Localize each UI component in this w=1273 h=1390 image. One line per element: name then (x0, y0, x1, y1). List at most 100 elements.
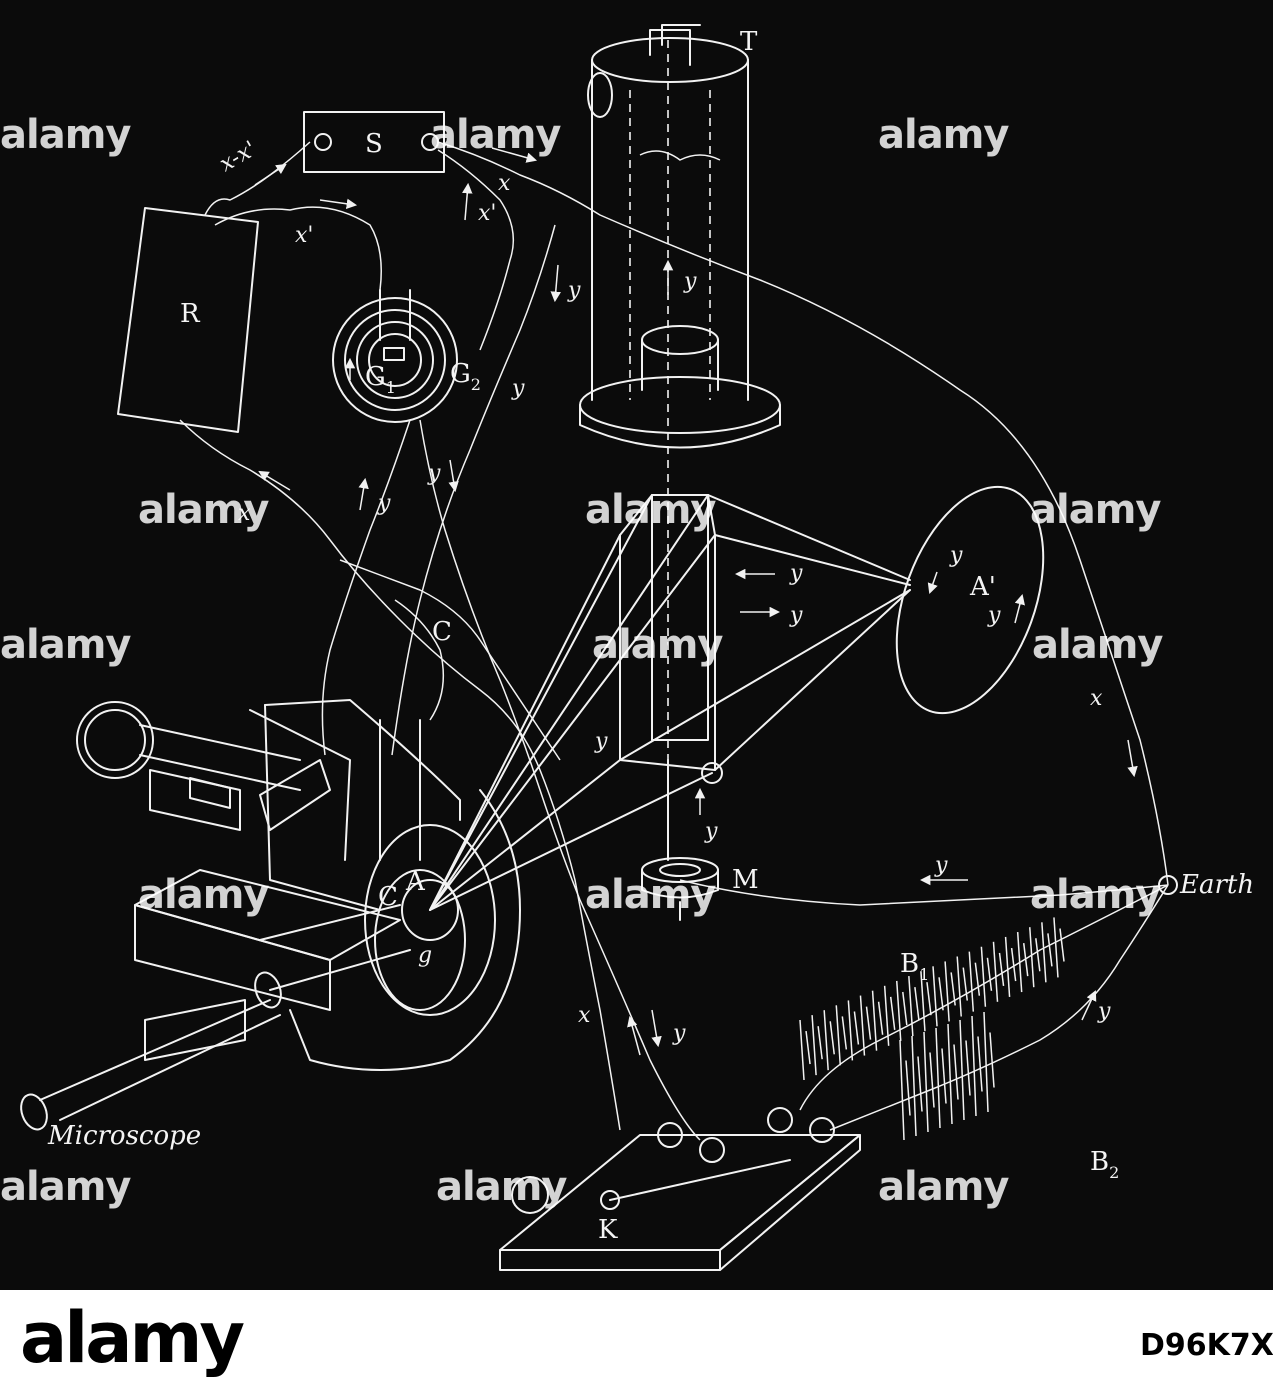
battery-plate (944, 961, 950, 1022)
battery-plate (965, 1040, 971, 1096)
battery-plate (1016, 932, 1023, 993)
wire-label-y-column: y (683, 269, 697, 294)
battery-plate (823, 1010, 829, 1071)
label-G2: G2 (450, 359, 481, 394)
battery-plate (841, 1016, 848, 1050)
watermark-text: alamy (430, 112, 561, 158)
wire-label-y-column-left: y (567, 278, 581, 303)
wire-label-y-right: y (427, 461, 441, 486)
wires (179, 141, 1169, 1141)
label-R: R (180, 299, 201, 329)
watermark-text: alamy (592, 622, 723, 668)
wire-label-y-earth: y (934, 853, 948, 878)
component-labels: T S R G1 G2 C C A A' M Earth B1 B2 K g M… (47, 27, 1254, 1245)
battery-plate (877, 1001, 884, 1035)
label-S: S (365, 129, 383, 159)
battery-plate (956, 956, 962, 1017)
battery-plate (829, 1021, 835, 1055)
battery-plate (908, 975, 914, 1037)
disc-A-prime (895, 485, 1045, 715)
battery-plate (926, 982, 932, 1016)
battery-plate (811, 1015, 817, 1076)
wire-label-y-disc-top: y (949, 543, 963, 568)
battery-plate (977, 1036, 983, 1092)
wire-label-y-frame: y (594, 729, 608, 754)
wire-label-y-disc-bottom: y (987, 603, 1001, 628)
battery-plate (914, 987, 920, 1021)
watermark-text: alamy (878, 1164, 1009, 1210)
label-C-lower: C (378, 882, 398, 912)
watermark-text: alamy (0, 622, 131, 668)
battery-plate (980, 946, 987, 1007)
battery-plate (935, 1027, 941, 1129)
wire-label-y-g2: y (511, 376, 525, 401)
resistance-box-R (117, 207, 259, 433)
wire-label-x1-left: x' (295, 223, 313, 248)
battery-plate (932, 966, 938, 1027)
label-K: K (598, 1215, 618, 1245)
wire-label-x-key: x (578, 1003, 591, 1028)
current-arrows (254, 147, 1138, 1056)
battery-plate (983, 1011, 989, 1113)
label-earth: Earth (1179, 870, 1254, 900)
battery-plate (959, 1019, 965, 1121)
label-G1: G1 (365, 362, 396, 397)
battery-plate (911, 1035, 917, 1137)
label-A: A (405, 867, 426, 897)
watermark-footer: alamy D96K7X (0, 1290, 1273, 1390)
label-microscope: Microscope (47, 1121, 201, 1151)
battery-plate (938, 977, 944, 1011)
wire-label-x1-right: x' (478, 201, 496, 226)
battery-plate (998, 952, 1005, 987)
battery-plate (871, 990, 878, 1051)
battery-plate (817, 1026, 823, 1060)
label-A-prime: A' (969, 572, 996, 602)
battery-plate (989, 1032, 995, 1088)
wire-labels: x-x' x' x' x y y y y y x y y y y x y y y… (216, 137, 1112, 1046)
battery-plate (968, 951, 975, 1012)
watermark-text: alamy (0, 112, 131, 158)
battery-plate (941, 1048, 947, 1104)
battery-B1 (799, 917, 1065, 1081)
watermark-text: alamy (1030, 872, 1161, 918)
battery-plate (974, 962, 981, 996)
battery-plate (971, 1015, 977, 1117)
earth-node (1158, 875, 1178, 895)
wire-label-y-battery: y (1097, 999, 1111, 1024)
watermark-text: alamy (878, 112, 1009, 158)
battery-plate (992, 941, 999, 1002)
battery-plate (805, 1030, 811, 1065)
battery-plate (865, 1006, 872, 1040)
wire-label-y-left: y (377, 491, 391, 516)
watermark-row-3: alamy alamy alamy (0, 622, 1164, 668)
battery-plate (835, 1005, 842, 1066)
wire-label-x-top: x (498, 171, 511, 196)
battery-plate (923, 1031, 929, 1133)
battery-plate (1059, 928, 1065, 962)
image-id: D96K7X (1140, 1328, 1273, 1363)
watermark-text: alamy (1032, 622, 1163, 668)
battery-plate (847, 1000, 854, 1061)
watermark-text: alamy (585, 487, 716, 533)
footer-logo: alamy (20, 1297, 244, 1379)
label-T: T (740, 27, 758, 57)
magnet-base (579, 325, 781, 449)
key-K (499, 1107, 861, 1271)
label-C-upper: C (432, 617, 452, 647)
battery-plate (905, 1060, 911, 1116)
battery-plate (1022, 943, 1029, 977)
battery-plate (1004, 936, 1011, 998)
battery-plate (889, 996, 896, 1030)
battery-plate (947, 1023, 953, 1125)
battery-plate (899, 1039, 905, 1141)
watermark-text: alamy (436, 1164, 567, 1210)
label-M: M (732, 865, 759, 895)
battery-plate (929, 1052, 935, 1108)
wire-label-y-key: y (672, 1021, 686, 1046)
watermark-text: alamy (138, 872, 269, 918)
battery-plate (950, 972, 956, 1006)
wire-label-y-cone-top: y (789, 561, 803, 586)
microscope-stand (20, 699, 521, 1131)
